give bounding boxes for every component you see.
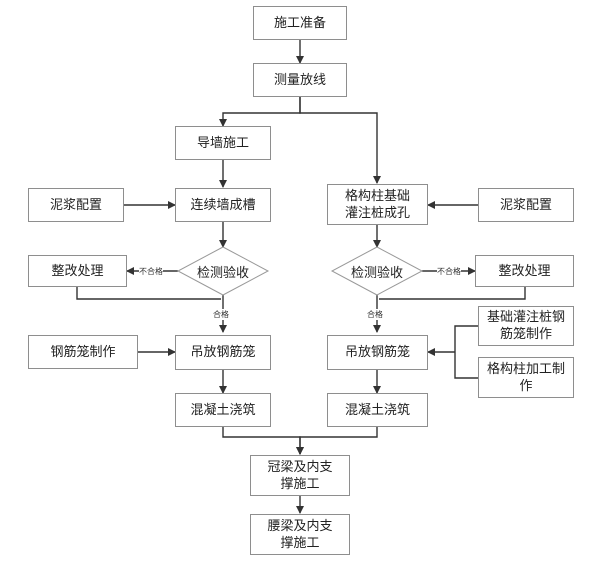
node-pile-cage: 基础灌注桩钢筋笼制作 bbox=[478, 306, 574, 346]
arrow-survey-column-hole bbox=[299, 97, 381, 184]
node-crown-beam: 冠梁及内支撑施工 bbox=[250, 455, 350, 496]
node-rectify-right: 整改处理 bbox=[475, 255, 574, 287]
node-slurry-left: 泥浆配置 bbox=[28, 188, 124, 222]
node-trench: 连续墙成槽 bbox=[175, 188, 271, 222]
node-prep: 施工准备 bbox=[253, 6, 347, 40]
node-guide-wall: 导墙施工 bbox=[175, 126, 271, 160]
node-hoist-left: 吊放钢筋笼 bbox=[175, 335, 271, 370]
line-pile-cage-bracket bbox=[454, 325, 478, 352]
inspect-left-diamond bbox=[176, 246, 270, 296]
label-fail-left: 不合格 bbox=[139, 266, 163, 277]
node-survey: 测量放线 bbox=[253, 63, 347, 97]
node-rectify-left: 整改处理 bbox=[28, 255, 127, 287]
arrow-concrete-left-crown bbox=[222, 427, 304, 455]
arrow-concrete-right-crown bbox=[296, 427, 378, 455]
node-column-fab: 格构柱加工制作 bbox=[478, 357, 574, 398]
label-pass-right: 合格 bbox=[367, 309, 383, 320]
arrow-survey-guide-wall bbox=[219, 97, 301, 127]
label-fail-right: 不合格 bbox=[437, 266, 461, 277]
node-slurry-right: 泥浆配置 bbox=[478, 188, 574, 222]
node-rebar-make: 钢筋笼制作 bbox=[28, 335, 138, 369]
node-inspect-right: 检测验收 bbox=[350, 265, 403, 281]
node-hoist-right: 吊放钢筋笼 bbox=[327, 335, 428, 370]
node-concrete-right: 混凝土浇筑 bbox=[327, 393, 428, 427]
node-waist-beam: 腰梁及内支撑施工 bbox=[250, 514, 350, 555]
node-inspect-left: 检测验收 bbox=[196, 265, 249, 281]
line-column-fab-bracket bbox=[454, 352, 478, 379]
node-column-hole: 格构柱基础灌注桩成孔 bbox=[327, 184, 428, 225]
line-rectify-return-left bbox=[76, 287, 221, 300]
line-rectify-return-right bbox=[379, 287, 526, 300]
label-pass-left: 合格 bbox=[213, 309, 229, 320]
inspect-right-diamond bbox=[330, 246, 424, 296]
node-concrete-left: 混凝土浇筑 bbox=[175, 393, 271, 427]
